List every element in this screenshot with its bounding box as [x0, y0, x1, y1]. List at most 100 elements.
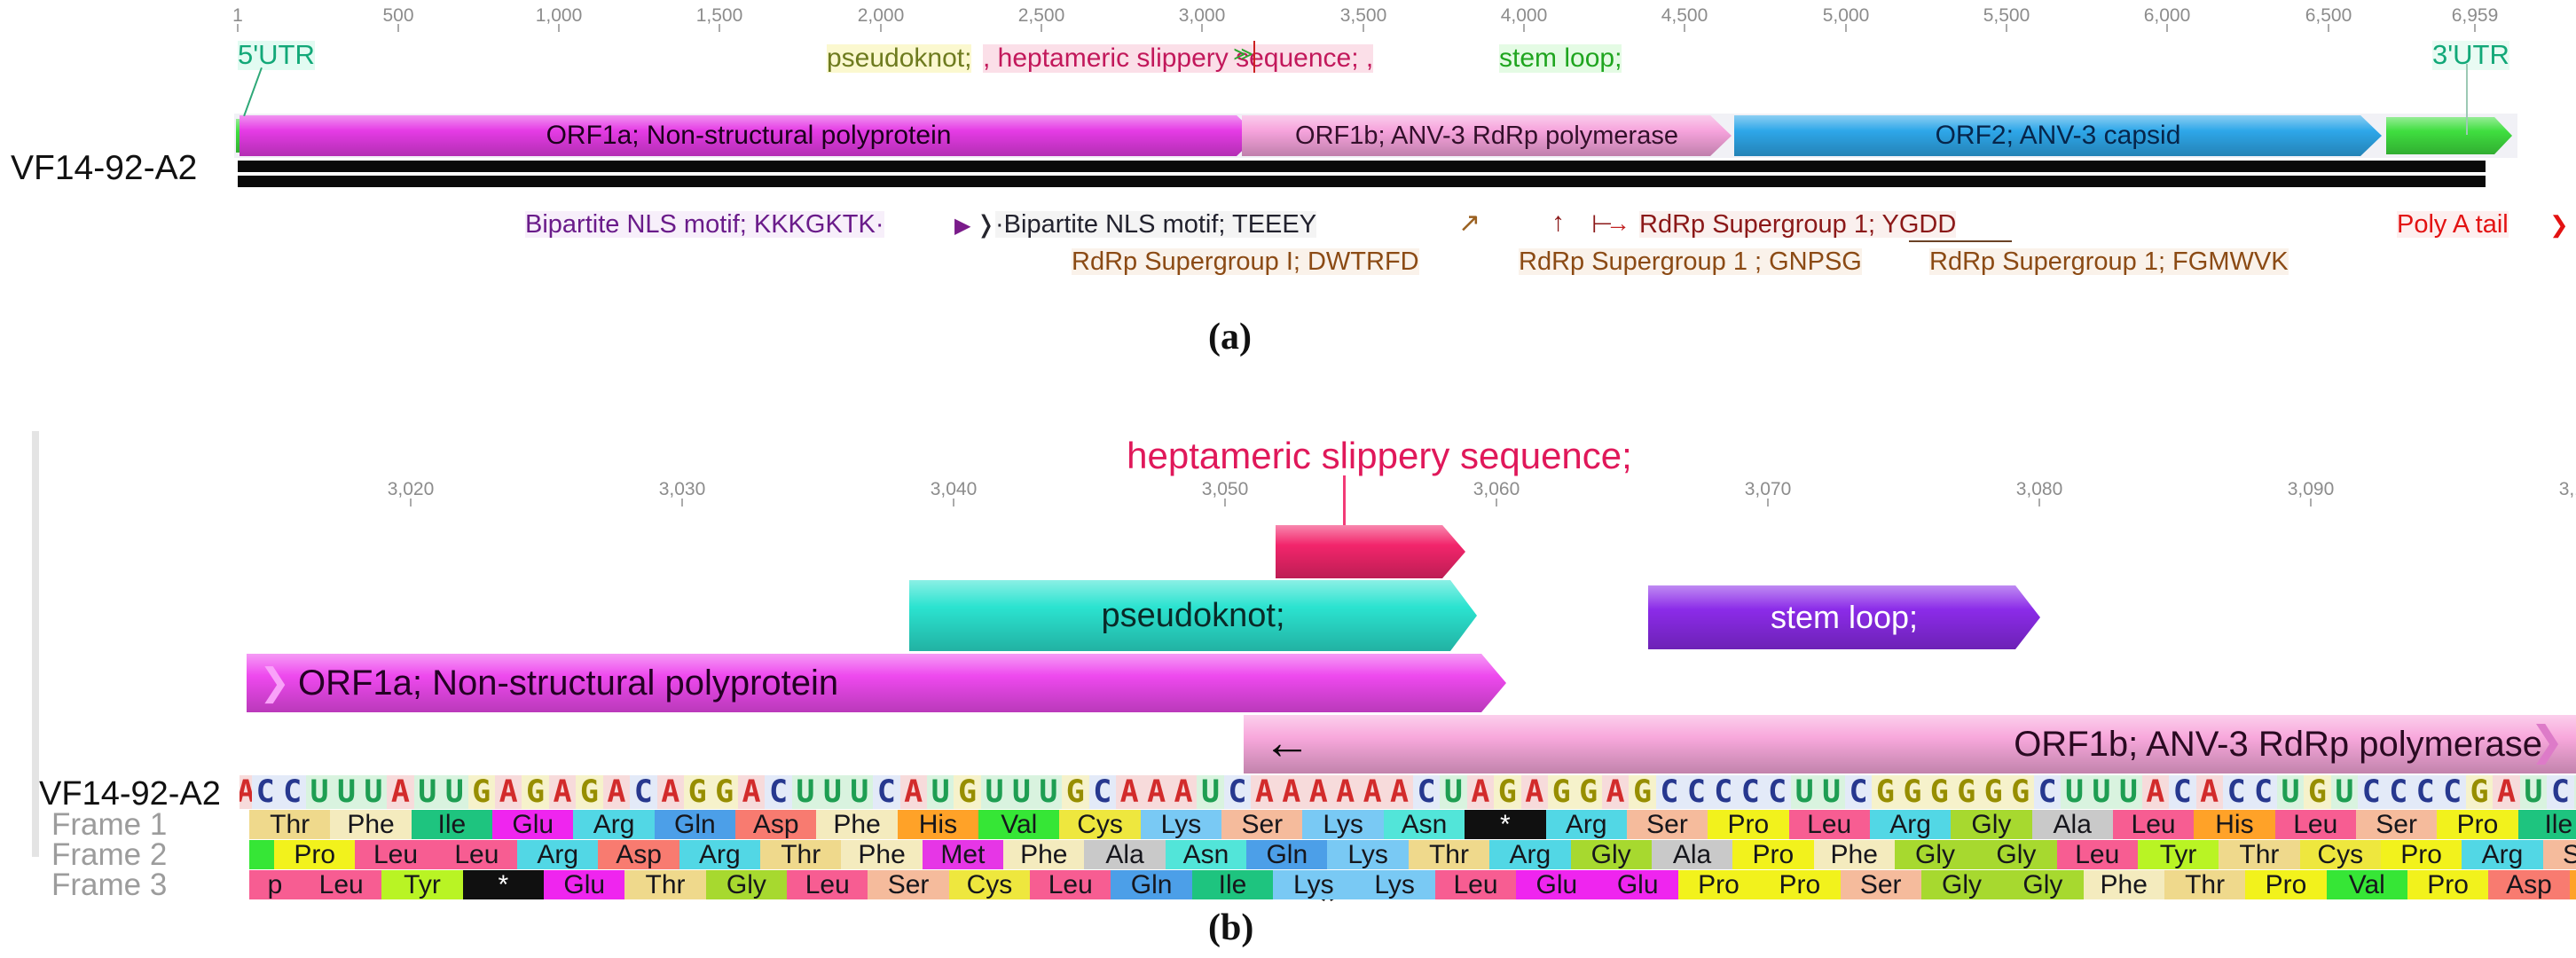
- aa-cell-Asn: Asn: [1383, 810, 1465, 839]
- nt-letter-U: U: [2087, 775, 2116, 809]
- aa-cell-Leu: Leu: [2274, 810, 2356, 839]
- aa-cell-Leu: Leu: [2056, 840, 2138, 869]
- nt-letter-C: C: [1763, 775, 1791, 809]
- nt-letter-C: C: [2412, 775, 2439, 809]
- aa-cell-Cys: Cys: [1059, 810, 1141, 839]
- sequence-bar: [238, 176, 2486, 187]
- panel-b-ruler-label: 3,070: [1744, 479, 1792, 499]
- aa-cell-Phe: Phe: [1003, 840, 1085, 869]
- nt-letter-A: A: [602, 775, 631, 809]
- aa-cell-Pro: Pro: [2245, 870, 2327, 899]
- nt-letter-U: U: [845, 775, 874, 809]
- nt-letter-U: U: [1008, 775, 1035, 809]
- panel-b-ruler-label: 3,030: [658, 479, 706, 499]
- nt-letter-A: A: [656, 775, 684, 809]
- aa-cell-Lys: Lys: [1302, 810, 1384, 839]
- nt-letter-A: A: [1386, 775, 1413, 809]
- aa-cell-Gln: Gln: [1246, 840, 1328, 869]
- panel-b-ruler-tick: [1496, 499, 1497, 506]
- aa-cell-Ser: Ser: [1840, 870, 1921, 899]
- panel-b-stem-loop-arrow: stem loop;: [1648, 585, 2040, 649]
- aa-cell-Asn: Asn: [1165, 840, 1247, 869]
- aa-cell-Pro: Pro: [1708, 810, 1789, 839]
- nt-letter-C: C: [1737, 775, 1764, 809]
- aa-cell-Leu: Leu: [1030, 870, 1111, 899]
- aa-cell-Gly: Gly: [1894, 840, 1976, 869]
- nt-letter-C: C: [2169, 775, 2196, 809]
- panel-a-ruler-label: 6,959: [2451, 5, 2499, 26]
- panel-a-glyph-arrow: ❯: [2549, 211, 2569, 238]
- panel-a-glyph-arrow: ↗: [1458, 208, 1481, 238]
- aa-cell-Ala: Ala: [2031, 810, 2113, 839]
- aa-cell-Thr: Thr: [1408, 840, 1490, 869]
- panel-a-ruler-tick: [1684, 24, 1685, 32]
- panel-b-leader-line: [1343, 475, 1346, 529]
- nt-letter-C: C: [1655, 775, 1684, 809]
- nt-letter-U: U: [2061, 775, 2088, 809]
- aa-cell-Lys: Lys: [1140, 810, 1222, 839]
- nt-letter-G: G: [711, 775, 738, 809]
- aa-cell-Arg: Arg: [679, 840, 761, 869]
- nt-letter-A: A: [1143, 775, 1170, 809]
- panel-a-top-annotation: 5'UTR: [238, 39, 315, 70]
- aa-cell-Pro: Pro: [2407, 870, 2489, 899]
- nt-letter-G: G: [1629, 775, 1656, 809]
- nt-letter-U: U: [2330, 775, 2359, 809]
- nt-letter-U: U: [333, 775, 360, 809]
- aa-cell-Ser: Ser: [1626, 810, 1708, 839]
- aa-cell-stop: *: [462, 870, 545, 899]
- panel-b-ruler-tick: [410, 499, 412, 506]
- panel-a-ruler-tick: [558, 24, 560, 32]
- panel-a-leader-line: [1253, 41, 1255, 73]
- aa-cell-Gly: Gly: [1975, 840, 2057, 869]
- aa-cell-Thr: Thr: [760, 840, 842, 869]
- aa-cell-Thr: Thr: [2219, 840, 2300, 869]
- nt-letter-A: A: [737, 775, 766, 809]
- nt-letter-C: C: [1683, 775, 1710, 809]
- aa-cell-Ala: Ala: [1084, 840, 1166, 869]
- nt-letter-U: U: [1197, 775, 1224, 809]
- aa-cell-Asp: Asp: [598, 840, 679, 869]
- panel-b-glyph-arrow: ❯: [2530, 718, 2564, 764]
- nt-letter-A: A: [548, 775, 577, 809]
- aa-cell-stop: *: [1465, 810, 1546, 839]
- sequence-name-b: VF14-92-A2: [39, 775, 221, 813]
- nt-letter-C: C: [1088, 775, 1116, 809]
- nt-letter-G: G: [1952, 775, 1980, 809]
- panel-a-ruler-tick: [2328, 24, 2329, 32]
- nt-letter-C: C: [2222, 775, 2250, 809]
- panel-a-orf1b-label: ORF1b; ANV-3 RdRp polymerase: [1295, 121, 1678, 150]
- nt-letter-C: C: [2439, 775, 2466, 809]
- aa-cell-partial: [249, 840, 274, 869]
- panel-a-ruler-tick: [2006, 24, 2007, 32]
- panel-a-ruler-tick: [397, 24, 399, 32]
- heptameric-slippery-label: heptameric slippery sequence;: [1127, 435, 1632, 476]
- panel-a-ruler-label: 6,500: [2305, 5, 2352, 26]
- nt-letter-A: A: [1251, 775, 1278, 809]
- aa-cell-Val: Val: [2326, 870, 2407, 899]
- panel-a-glyph-arrow: ≫: [1233, 43, 1254, 65]
- nt-letter-C: C: [2384, 775, 2412, 809]
- aa-cell-Glu: Glu: [1597, 870, 1678, 899]
- nt-letter-C: C: [1844, 775, 1873, 809]
- nt-letter-C: C: [2358, 775, 2385, 809]
- panel-a-glyph-arrow: →: [1606, 209, 1630, 237]
- aa-cell-Gln: Gln: [654, 810, 736, 839]
- panel-a-ruler-label: 4,500: [1661, 5, 1708, 26]
- panel-a-bottom-annotation: Poly A tail: [2397, 210, 2509, 239]
- panel-a-ruler-label: 2,500: [1017, 5, 1065, 26]
- panel-a-ruler-tick: [1523, 24, 1525, 32]
- aa-cell-Arg: Arg: [1869, 810, 1952, 839]
- nt-letter-U: U: [2519, 775, 2548, 809]
- nt-letter-C: C: [1223, 775, 1252, 809]
- aa-cell-Pro: Pro: [2437, 810, 2518, 839]
- aa-cell-Glu: Glu: [492, 810, 574, 839]
- nt-letter-U: U: [2573, 775, 2576, 809]
- nt-letter-A: A: [1116, 775, 1143, 809]
- nt-letter-U: U: [1818, 775, 1845, 809]
- sequence-name-a: VF14-92-A2: [11, 149, 198, 187]
- panel-b-ruler-label: 3,060: [1473, 479, 1520, 499]
